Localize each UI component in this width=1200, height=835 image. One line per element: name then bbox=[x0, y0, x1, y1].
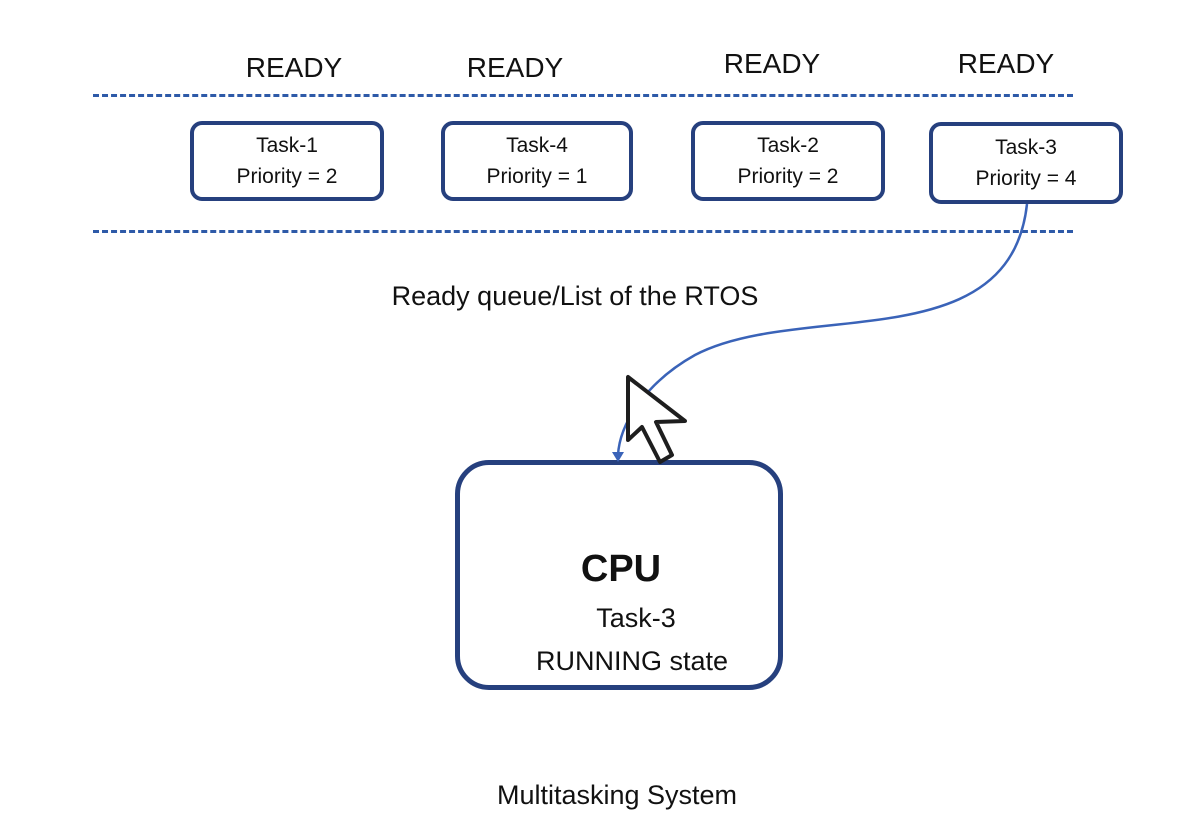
ready-label-2: READY bbox=[466, 52, 564, 83]
ready-label-4: READY bbox=[957, 48, 1055, 79]
task-priority: Priority = 2 bbox=[737, 165, 839, 188]
ready-queue-top-divider bbox=[93, 94, 1073, 97]
cpu-box[interactable]: CPU Task-3 RUNNING state bbox=[455, 460, 783, 690]
task-name: Task-3 bbox=[995, 136, 1057, 159]
dispatch-arrow bbox=[616, 203, 1029, 456]
task-name: Task-1 bbox=[256, 134, 318, 157]
task-priority: Priority = 1 bbox=[486, 165, 588, 188]
task-box-task-4[interactable]: Task-4 Priority = 1 bbox=[441, 121, 633, 201]
task-box-task-1[interactable]: Task-1 Priority = 2 bbox=[190, 121, 384, 201]
ready-label-1: READY bbox=[245, 52, 343, 83]
ready-queue-caption: Ready queue/List of the RTOS bbox=[391, 281, 759, 311]
task-priority: Priority = 4 bbox=[975, 167, 1077, 190]
task-name: Task-2 bbox=[757, 134, 819, 157]
task-box-task-2[interactable]: Task-2 Priority = 2 bbox=[691, 121, 885, 201]
task-box-task-3[interactable]: Task-3 Priority = 4 bbox=[929, 122, 1123, 204]
cpu-title: CPU bbox=[580, 548, 662, 590]
cpu-running-task: Task-3 bbox=[596, 603, 676, 633]
task-priority: Priority = 2 bbox=[236, 165, 338, 188]
ready-queue-bottom-divider bbox=[93, 230, 1073, 233]
ready-label-3: READY bbox=[723, 48, 821, 79]
cpu-running-state: RUNNING state bbox=[535, 646, 729, 676]
mouse-pointer-icon bbox=[626, 375, 687, 464]
multitasking-system-caption: Multitasking System bbox=[496, 780, 738, 810]
task-name: Task-4 bbox=[506, 134, 568, 157]
